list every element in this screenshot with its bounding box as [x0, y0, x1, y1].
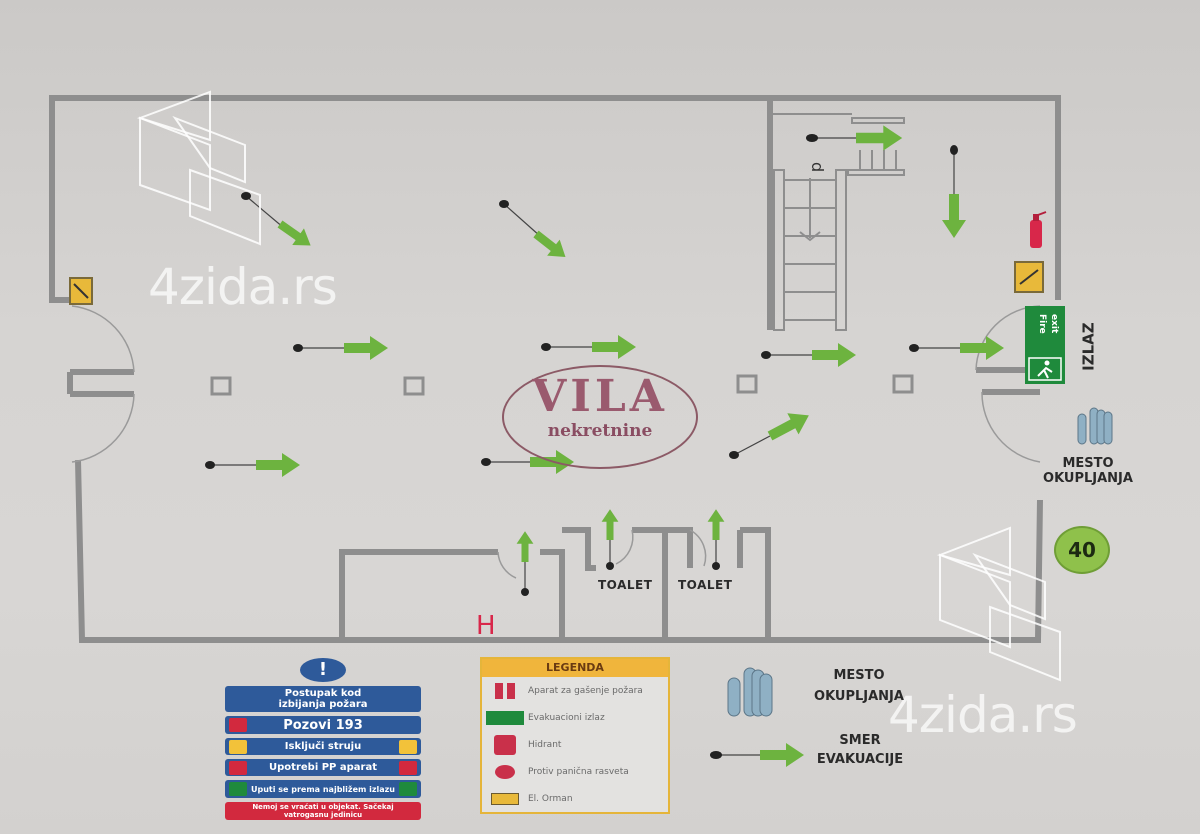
legend-box: LEGENDA Aparat za gašenje požara Evakuac… [480, 657, 670, 814]
legend-item: El. Orman [482, 785, 668, 812]
key-assembly-label: MESTO OKUPLJANJA [814, 668, 904, 704]
logo-main-text: VILA [532, 371, 668, 422]
watermark-graphic [136, 90, 1061, 682]
legend-title: LEGENDA [482, 659, 668, 677]
fire-extinguisher-icon [399, 760, 417, 775]
assembly-people-icon [727, 407, 1113, 717]
svg-text:d: d [808, 162, 827, 172]
key-direction-label: SMER EVAKUACIJE [816, 733, 904, 767]
room-label-toalet: TOALET [598, 578, 653, 592]
walls [49, 95, 1061, 643]
electric-cabinet-icon [69, 261, 1044, 305]
exit-label: IZLAZ [1079, 322, 1098, 371]
watermark-text: 4zida.rs [888, 686, 1078, 744]
exit-icon [229, 782, 247, 796]
procedure-step-call: Pozovi 193 [225, 716, 421, 734]
legend-item: Evakuacioni izlaz [482, 704, 668, 731]
electric-hazard-icon [229, 739, 247, 754]
procedure-step-exit: Uputi se prema najbližem izlazu [225, 780, 421, 798]
fire-procedure-sign: ! Postupak kod izbijanja požara Pozovi 1… [225, 658, 421, 820]
company-logo: VILA nekretnine [502, 365, 698, 469]
procedure-step-power: Isključi struju [225, 738, 421, 755]
columns [210, 374, 914, 396]
legend-item: Aparat za gašenje požara [482, 677, 668, 704]
phone-icon [229, 718, 247, 732]
procedure-step-extinguisher: Upotrebi PP aparat [225, 759, 421, 776]
watermark-text: 4zida.rs [148, 258, 338, 316]
assembly-point-number: 40 [1054, 526, 1110, 574]
svg-text:Fire: Fire [1037, 314, 1047, 334]
evacuation-arrows [205, 125, 1004, 596]
key-direction-arrow [710, 743, 804, 767]
exit-icon [399, 782, 417, 796]
fire-extinguisher-icon [229, 760, 247, 775]
procedure-title: Postupak kod izbijanja požara [225, 686, 421, 712]
legend-item: Hidrant [482, 731, 668, 758]
room-label-toalet: TOALET [678, 578, 733, 592]
stairs [772, 113, 905, 331]
warning-icon: ! [300, 658, 346, 682]
svg-text:exit: exit [1049, 314, 1059, 334]
hydrant-mark: H [476, 611, 496, 641]
fire-extinguisher-icon [1030, 211, 1047, 248]
procedure-warning: Nemoj se vraćati u objekat. Sačekaj vatr… [225, 802, 421, 820]
exit-sign: Fire exit [1025, 306, 1065, 384]
electric-hazard-icon [399, 739, 417, 754]
legend-item: Protiv panična rasveta [482, 758, 668, 785]
logo-sub-text: nekretnine [547, 421, 653, 441]
assembly-point-label: MESTO OKUPLJANJA [1043, 456, 1133, 486]
